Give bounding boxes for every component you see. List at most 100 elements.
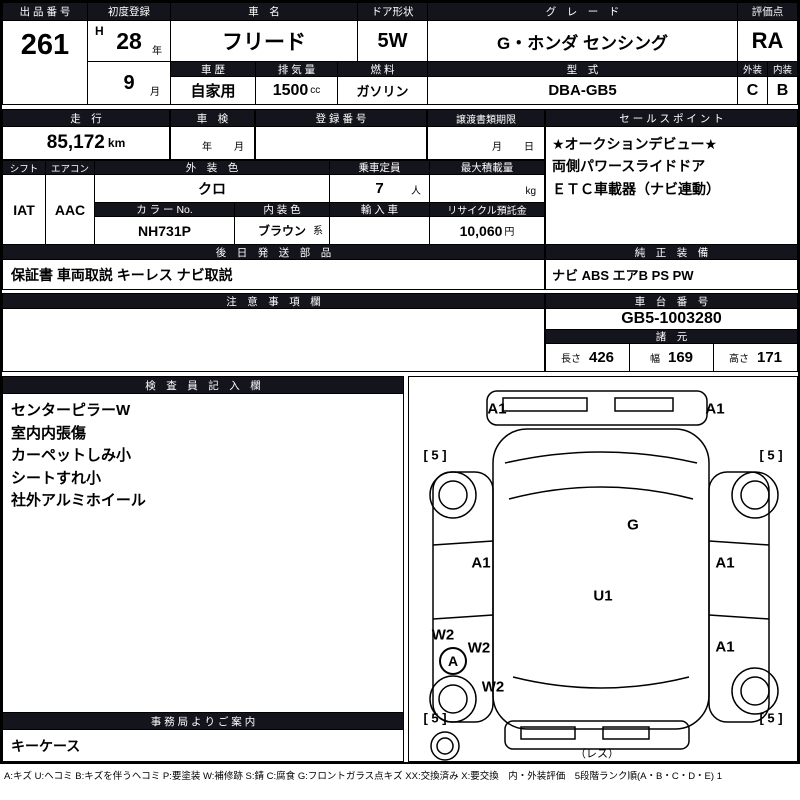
inspection-header: 車 検 [170, 109, 255, 127]
damage-label-w2-rear: W2 [481, 678, 505, 696]
legend-text: A:キズ U:ヘコミ B:キズを伴うヘコミ P:要塗装 W:補修跡 S:錆 C:… [4, 771, 722, 782]
exterior-color-value: クロ [94, 174, 330, 203]
later-parts-value: 保証書 車両取説 キーレス ナビ取説 [2, 259, 545, 290]
score-header: 評価点 [737, 2, 798, 21]
model-value: DBA-GB5 [427, 76, 738, 105]
inspector-note-2: 室内内張傷 [11, 424, 87, 442]
caution-header: 注 意 事 項 欄 [2, 293, 545, 309]
interior-grade-header: 内装 [767, 61, 798, 77]
office-header: 事 務 局 よ り ご 案 内 [2, 712, 404, 730]
wheel-rear-right [731, 667, 779, 715]
right-side-panel [708, 471, 770, 723]
damage-label-a1-front-left: A1 [487, 400, 507, 418]
tire-depth-rear-left: [ 5 ] [423, 710, 447, 726]
car-outline-diagram [429, 390, 779, 761]
aircon-header: エアコン [45, 160, 95, 175]
exhibit-no-header: 出 品 番 号 [2, 2, 88, 21]
caution-value [2, 308, 545, 372]
displacement-unit: cc [310, 85, 321, 96]
wheel-front-left [429, 471, 477, 519]
history-header: 車 歴 [170, 61, 256, 77]
aircon-value: AAC [45, 174, 95, 245]
fuel-header: 燃 料 [337, 61, 428, 77]
spec-width-label: 幅 [649, 354, 660, 365]
inspector-header: 検 査 員 記 入 欄 [2, 376, 404, 394]
damage-label-glass: G [627, 516, 639, 534]
transfer-deadline-header: 譲渡書類期限 [427, 109, 545, 127]
interior-score-value: B [767, 76, 798, 105]
damage-label-w2-left-2: W2 [467, 639, 491, 657]
sales-point-2: 両側パワースライドドア [552, 158, 706, 175]
exterior-score-value: C [737, 76, 768, 105]
interior-color-value: ブラウン 系 [234, 216, 330, 245]
later-parts-header: 後 日 発 送 部 品 [2, 244, 545, 260]
fuel-value: ガソリン [337, 76, 428, 105]
reg-month-value: 9 [123, 71, 135, 94]
score-value: RA [737, 20, 798, 62]
transfer-month-unit: 月 [492, 142, 502, 153]
inspector-notes: センターピラーW 室内内張傷 カーペットしみ小 シートすれ小 社外アルミホイール [2, 393, 404, 713]
spec-height-label: 高さ [728, 354, 749, 365]
recycle-header: リサイクル預託金 [429, 202, 545, 217]
spec-height: 高さ 171 [714, 344, 797, 371]
damage-diagram: A1 A1 [ 5 ] [ 5 ] G A1 A1 U1 W2 W2 A1 A … [408, 376, 798, 762]
mileage-number: 85,172 [46, 132, 105, 153]
sales-point-3: ＥＴＣ車載器（ナビ連動） [552, 180, 720, 197]
left-side-panel [432, 471, 494, 723]
shift-header: シフト [2, 160, 46, 175]
spec-height-value: 171 [756, 349, 783, 366]
inspector-note-3: カーペットしみ小 [11, 447, 132, 464]
mileage-header: 走 行 [2, 109, 170, 127]
history-value: 自家用 [170, 76, 256, 105]
spec-length: 長さ 426 [546, 344, 629, 371]
month-unit: 月 [150, 87, 160, 98]
max-load-unit: kg [525, 186, 536, 197]
damage-label-a1-right: A1 [715, 554, 735, 572]
door-shape-value: 5W [357, 20, 428, 62]
tire-depth-front-left: [ 5 ] [423, 447, 447, 463]
mileage-unit: km [107, 136, 126, 150]
spec-width: 幅 169 [629, 344, 714, 371]
transfer-deadline-value: 月 日 [427, 126, 545, 160]
max-load-value: kg [429, 174, 545, 203]
spec-length-label: 長さ [560, 354, 581, 365]
sales-point-1: ★オークションデビュー★ [552, 136, 718, 152]
era-letter: H [95, 24, 104, 38]
damage-label-a-circled: A [439, 647, 467, 675]
damage-label-a1-rear-right: A1 [715, 638, 735, 656]
spec-row: 長さ 426 幅 169 高さ 171 [545, 343, 798, 372]
wheel-rear-left [429, 675, 477, 723]
rear-window-line [512, 676, 690, 689]
transfer-day-unit: 日 [524, 142, 534, 153]
spec-header: 諸 元 [545, 329, 798, 344]
damage-label-u1-center: U1 [593, 587, 613, 605]
reg-year-value: 28 [116, 27, 142, 54]
displacement-value: 1500 cc [255, 76, 338, 105]
exterior-color-header: 外 装 色 [94, 160, 330, 175]
shift-value: IAT [2, 174, 46, 245]
import-value [329, 216, 430, 245]
recycle-unit: 円 [504, 227, 515, 238]
first-registration-header: 初度登録 [87, 2, 171, 21]
office-note: キーケース [2, 729, 404, 762]
displacement-header: 排 気 量 [255, 61, 338, 77]
chassis-no-header: 車 台 番 号 [545, 293, 798, 309]
door-shape-header: ドア形状 [357, 2, 428, 21]
damage-label-a1-left: A1 [471, 554, 491, 572]
genuine-equipment-value: ナビ ABS エアB PS PW [545, 259, 798, 290]
capacity-number: 7 [375, 180, 384, 197]
interior-color-unit: 系 [313, 226, 323, 237]
genuine-equipment-header: 純 正 装 備 [545, 244, 798, 260]
inspector-note-1: センターピラーW [11, 402, 131, 419]
interior-color-name: ブラウン [257, 224, 306, 238]
color-no-header: カ ラ ー No. [94, 202, 235, 217]
capacity-value: 7 人 [329, 174, 430, 203]
registration-no-value [255, 126, 427, 160]
inspection-year-unit: 年 [202, 142, 212, 153]
inspection-month-unit: 月 [234, 142, 244, 153]
chassis-no-value: GB5-1003280 [545, 308, 798, 330]
hood-line [504, 451, 698, 464]
spec-length-value: 426 [588, 349, 615, 366]
color-no-value: NH731P [94, 216, 235, 245]
